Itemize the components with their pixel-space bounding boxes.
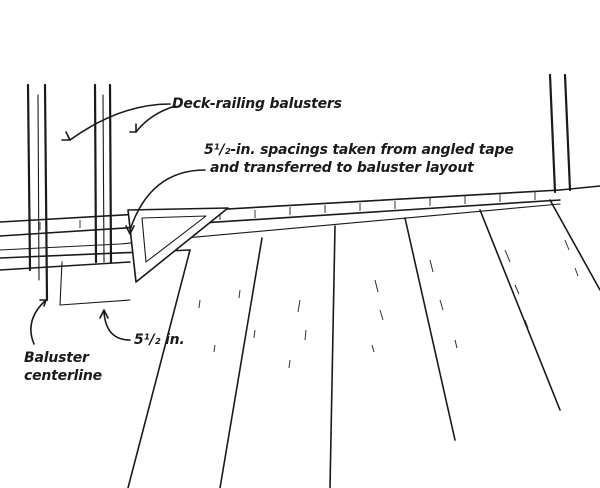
deck-boards (127, 199, 600, 488)
label-spacing-line1: 5¹/₂-in. spacings taken from angled tape (204, 142, 514, 158)
label-spacing-line2: and transferred to baluster layout (210, 160, 474, 176)
label-balusters: Deck-railing balusters (172, 96, 342, 112)
framing-square (127, 207, 229, 283)
leader-arrows (30, 103, 206, 345)
label-centerline-line1: Baluster (24, 350, 89, 366)
label-dimension: 5¹/₂ in. (134, 332, 185, 348)
balusters (26, 73, 572, 302)
label-centerline-line2: centerline (24, 368, 102, 384)
rim-joist (0, 185, 600, 251)
